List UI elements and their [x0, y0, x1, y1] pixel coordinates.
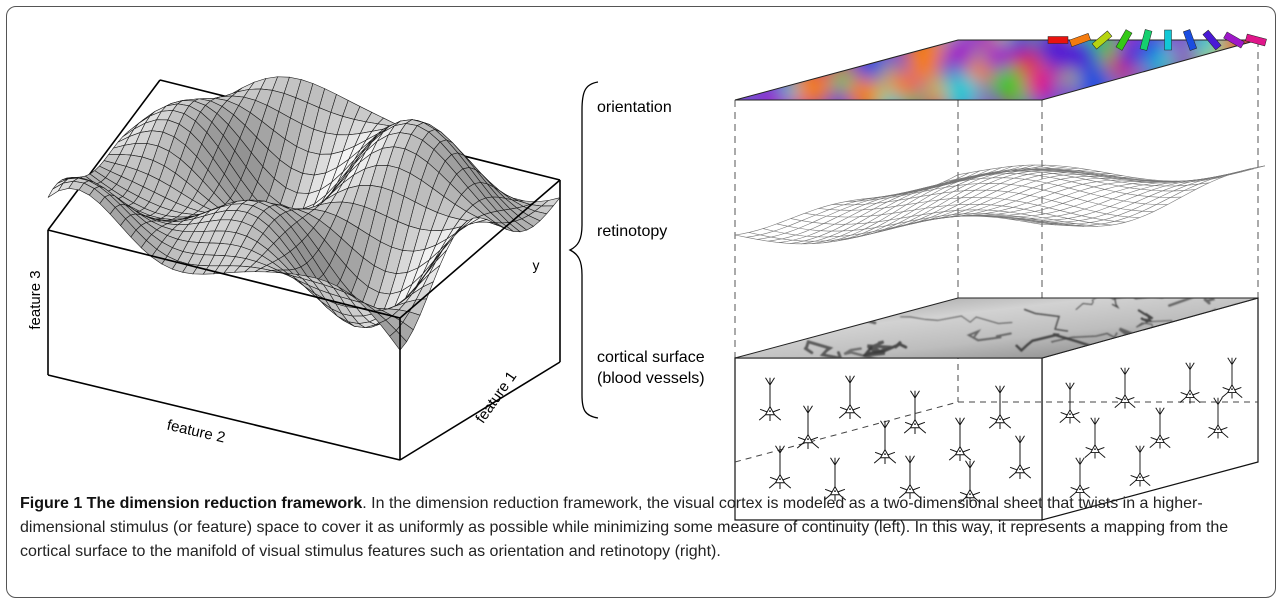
orientation-map	[734, 39, 1259, 101]
layer-label-retinotopy: retinotopy	[597, 223, 667, 240]
neurons	[758, 357, 1243, 505]
layer-label-orientation: orientation	[597, 99, 672, 116]
layers-diagram: orientation retinotopy cortical surface …	[568, 29, 1267, 521]
caption-text: . In the dimension reduction framework, …	[20, 495, 1229, 560]
figure-frame	[6, 6, 1276, 598]
cortical-block	[734, 297, 1259, 521]
axis-label-feature1: feature 1	[472, 368, 520, 426]
layer-label-cortical-surface: cortical surface	[597, 349, 705, 366]
surface-mesh	[47, 76, 561, 351]
layer-connectors	[734, 40, 1259, 358]
retinotopy-grid	[734, 164, 1266, 245]
caption-label: Figure 1 The dimension reduction framewo…	[20, 495, 363, 512]
axis-label-feature2: feature 2	[165, 417, 227, 447]
axis-label-feature3: feature 3	[27, 270, 44, 329]
feature-space-plot: feature 3 feature 2 feature 1 y	[27, 76, 561, 461]
axis-label-y: y	[533, 257, 540, 273]
orientation-key	[1047, 29, 1267, 51]
figure-caption: Figure 1 The dimension reduction framewo…	[20, 492, 1270, 564]
layer-brace	[568, 81, 599, 419]
layer-label-blood-vessels: (blood vessels)	[597, 370, 705, 387]
